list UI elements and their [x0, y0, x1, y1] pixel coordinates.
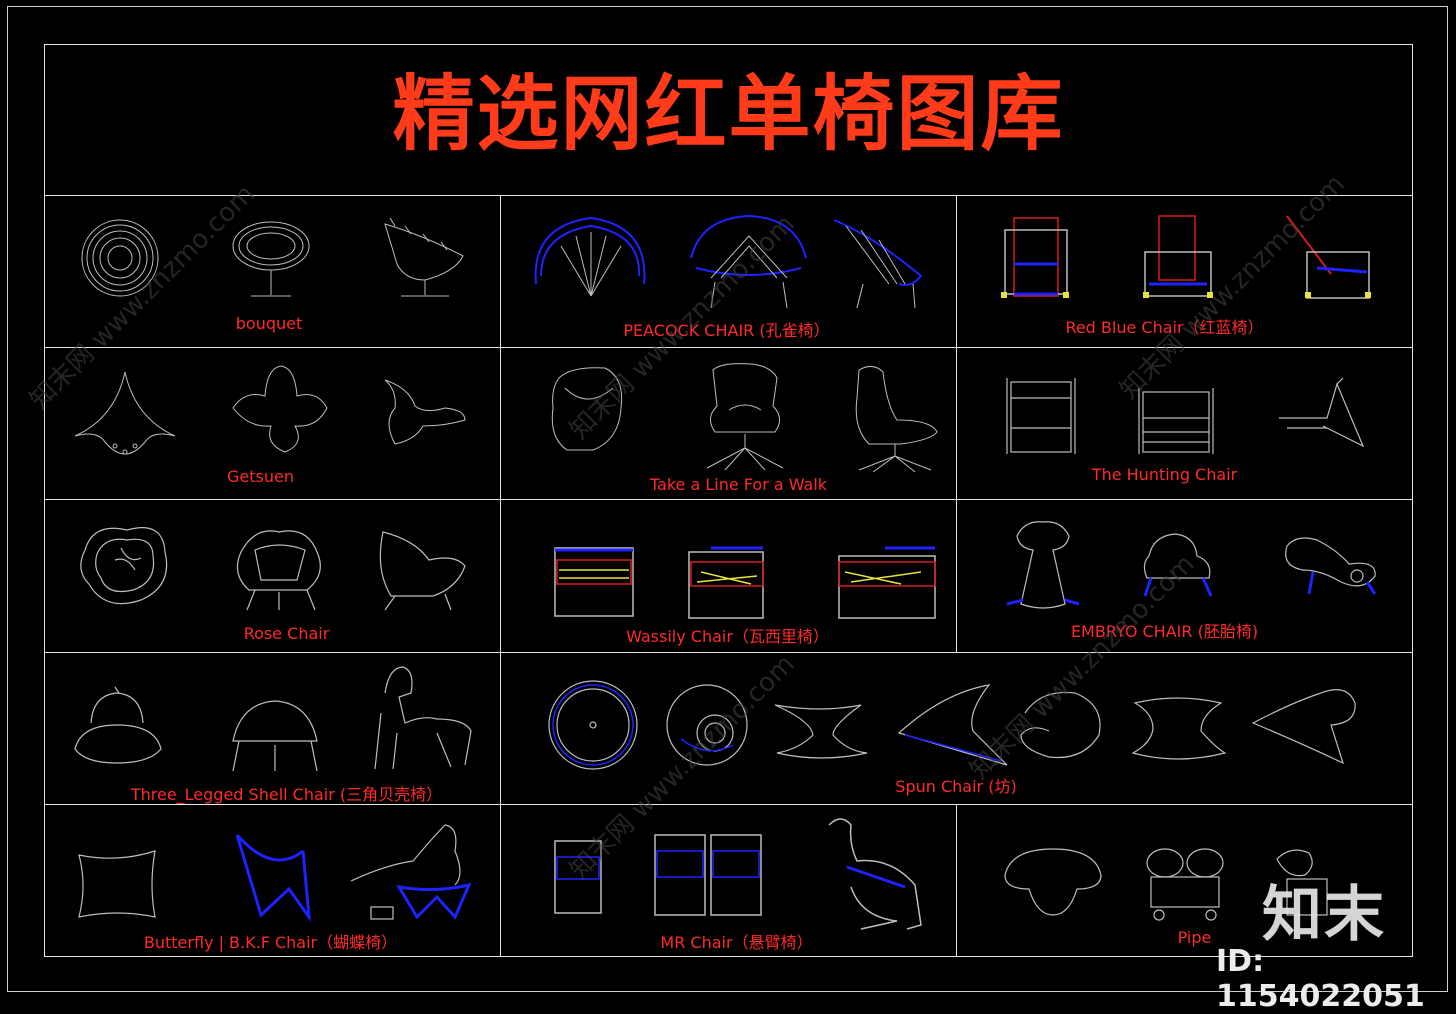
chair-label: Pipe — [1177, 928, 1212, 947]
chair-label: Wassily Chair（瓦西里椅） — [626, 627, 829, 646]
chair-label: EMBRYO CHAIR (胚胎椅) — [1070, 622, 1259, 641]
grid-line — [44, 804, 1413, 805]
cell-rose[interactable]: Rose Chair — [45, 500, 500, 652]
chair-label: Spun Chair (坊) — [895, 777, 1017, 796]
grid-line — [44, 499, 1413, 500]
chair-label: The Hunting Chair — [1091, 465, 1238, 484]
getsuen-chair-drawing — [74, 365, 466, 455]
butterfly-chair-drawing — [78, 824, 472, 923]
grid-line — [44, 347, 1413, 348]
walk-chair-drawing — [551, 363, 938, 473]
rose-chair-drawing — [80, 527, 466, 611]
cell-hunting[interactable]: The Hunting Chair — [957, 348, 1412, 499]
chair-label: PEACOCK CHAIR (孔雀椅） — [623, 321, 830, 340]
chair-label: Rose Chair — [243, 624, 330, 643]
cell-bouquet[interactable]: bouquet — [45, 196, 500, 347]
grid-line — [500, 195, 501, 957]
cell-peacock[interactable]: PEACOCK CHAIR (孔雀椅） — [501, 196, 956, 347]
grid-line — [44, 195, 1413, 196]
cell-mr[interactable]: MR Chair（悬臂椅） — [501, 805, 956, 957]
hunting-chair-drawing — [1006, 377, 1365, 454]
embryo-chair-drawing — [1006, 521, 1377, 609]
chair-label: Three_Legged Shell Chair (三角贝壳椅） — [130, 785, 443, 804]
drawing-frame — [44, 44, 1413, 957]
cell-getsuen[interactable]: Getsuen — [45, 348, 500, 499]
redblue-chair-drawing — [1001, 215, 1371, 299]
cell-shell[interactable]: Three_Legged Shell Chair (三角贝壳椅） — [45, 653, 500, 804]
wassily-chair-drawing — [554, 546, 936, 619]
cell-spun[interactable]: Spun Chair (坊) — [501, 653, 1412, 804]
spun-chair-drawing — [548, 680, 1356, 770]
grid-line — [956, 804, 957, 957]
cell-pipe[interactable]: Pipe — [957, 805, 1412, 957]
bouquet-chair-drawing — [81, 217, 464, 297]
chair-label: Red Blue Chair（红蓝椅） — [1065, 318, 1264, 337]
shell-chair-drawing — [74, 666, 472, 772]
pipe-chair-drawing — [1004, 848, 1328, 921]
cell-butterfly[interactable]: Butterfly | B.K.F Chair（蝴蝶椅） — [45, 805, 500, 957]
watermark-id: ID: 1154022051 — [1216, 944, 1425, 1014]
chair-label: Take a Line For a Walk — [649, 475, 828, 494]
outer-border — [7, 6, 1448, 992]
page-title: 精选网红单椅图库 — [392, 67, 1065, 162]
chair-label: Butterfly | B.K.F Chair（蝴蝶椅） — [143, 933, 398, 952]
cell-embryo[interactable]: EMBRYO CHAIR (胚胎椅) — [957, 500, 1412, 652]
chair-label: Getsuen — [227, 467, 294, 486]
chair-label: MR Chair（悬臂椅） — [660, 933, 813, 952]
grid-line — [956, 195, 957, 652]
chair-label: bouquet — [235, 314, 303, 333]
peacock-chair-drawing — [534, 214, 923, 309]
cell-redblue[interactable]: Red Blue Chair（红蓝椅） — [957, 196, 1412, 347]
watermark-logo: 知末 — [1262, 880, 1386, 950]
mr-chair-drawing — [554, 818, 922, 930]
grid-line — [44, 652, 1413, 653]
cell-walk[interactable]: Take a Line For a Walk — [501, 348, 956, 499]
cell-wassily[interactable]: Wassily Chair（瓦西里椅） — [501, 500, 956, 652]
